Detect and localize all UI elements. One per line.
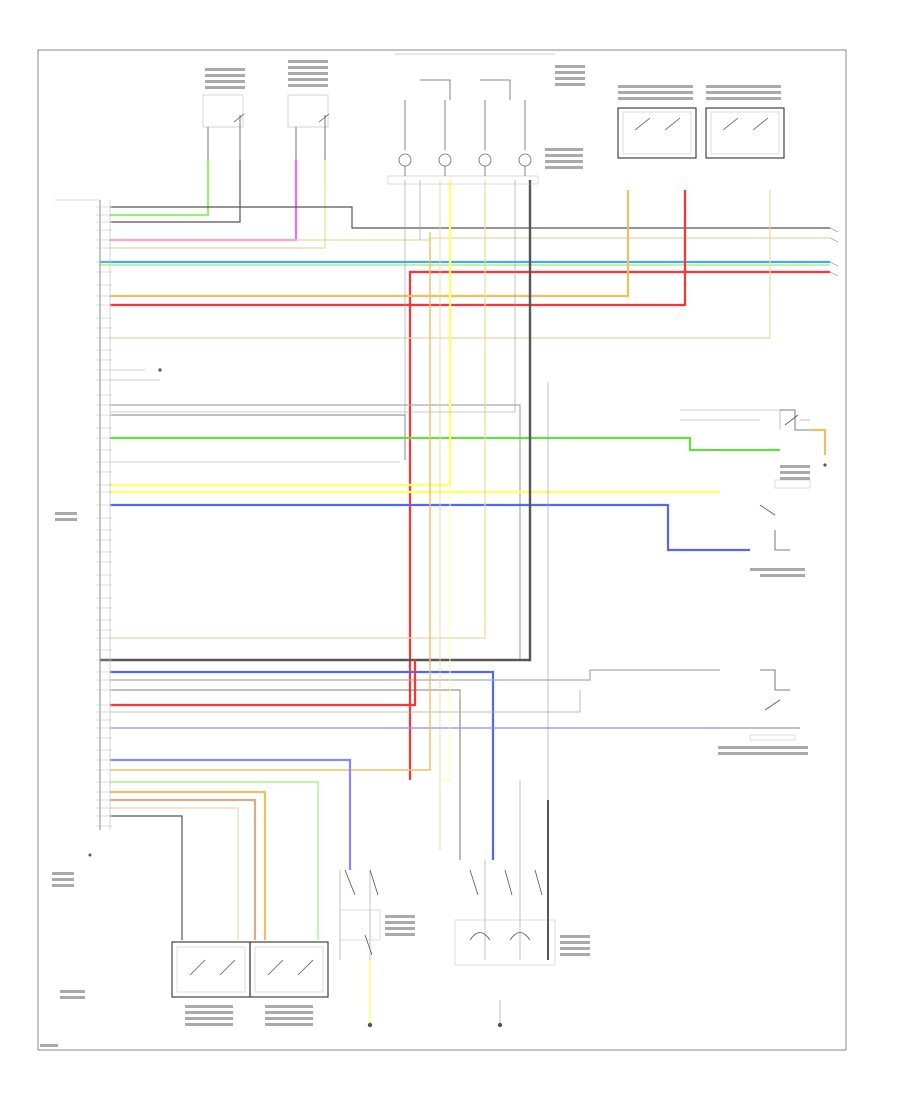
top-right-relay-2 bbox=[705, 107, 785, 159]
thin-lines bbox=[110, 180, 810, 1025]
wires bbox=[100, 160, 830, 1025]
wire-blk-mid bbox=[110, 206, 830, 229]
wire-blu-2 bbox=[110, 670, 495, 860]
bottom-left-relay-2 bbox=[249, 941, 329, 998]
right-switch-lower bbox=[720, 669, 800, 741]
wire-blk-4 bbox=[110, 689, 461, 860]
wire-blu-1 bbox=[110, 503, 750, 552]
wire-blu-4 bbox=[110, 758, 352, 870]
wire-ltgrn-low bbox=[110, 781, 319, 940]
wire-blk-low bbox=[110, 815, 183, 940]
right-terminals bbox=[829, 227, 839, 277]
top-right-relay-1 bbox=[617, 107, 697, 159]
wire-orn-3 bbox=[110, 232, 431, 771]
wire-blk-top bbox=[110, 160, 241, 223]
wire-tan-long bbox=[110, 190, 771, 339]
wire-red-3 bbox=[110, 660, 417, 707]
wire-brn-low bbox=[110, 798, 257, 940]
label-marks bbox=[40, 60, 810, 1047]
module-connector bbox=[55, 199, 112, 857]
top-left-switch-1 bbox=[202, 94, 245, 160]
wire-tan-top bbox=[110, 160, 326, 249]
top-center-seat-heater bbox=[387, 79, 539, 185]
ground-symbols bbox=[158, 368, 827, 467]
wire-gry-3 bbox=[110, 690, 581, 713]
bottom-right-heater bbox=[454, 800, 556, 1028]
wire-yel-vert bbox=[440, 485, 451, 781]
right-switch-upper bbox=[759, 409, 811, 551]
wire-red-bus-2 bbox=[408, 270, 830, 780]
wire-pink-top bbox=[110, 160, 298, 242]
wire-gry-1 bbox=[110, 404, 521, 660]
wire-tan-low bbox=[110, 807, 239, 940]
bottom-center-switch bbox=[339, 869, 381, 1028]
bottom-left-relay-1 bbox=[171, 941, 251, 998]
diagram-border bbox=[37, 49, 847, 1051]
wire-orn-low bbox=[110, 790, 267, 940]
wire-blk-3 bbox=[100, 180, 532, 662]
wire-grn-mid bbox=[110, 436, 780, 452]
wire-yel-1 bbox=[110, 180, 452, 487]
wire-red-bus bbox=[110, 190, 687, 307]
wire-gry-2 bbox=[110, 669, 720, 681]
wire-tan-2 bbox=[110, 180, 486, 639]
wire-grn-top bbox=[110, 160, 210, 217]
wire-orn-bus bbox=[110, 190, 630, 298]
top-left-switch-2 bbox=[287, 94, 330, 160]
wire-orn-r bbox=[810, 428, 827, 455]
